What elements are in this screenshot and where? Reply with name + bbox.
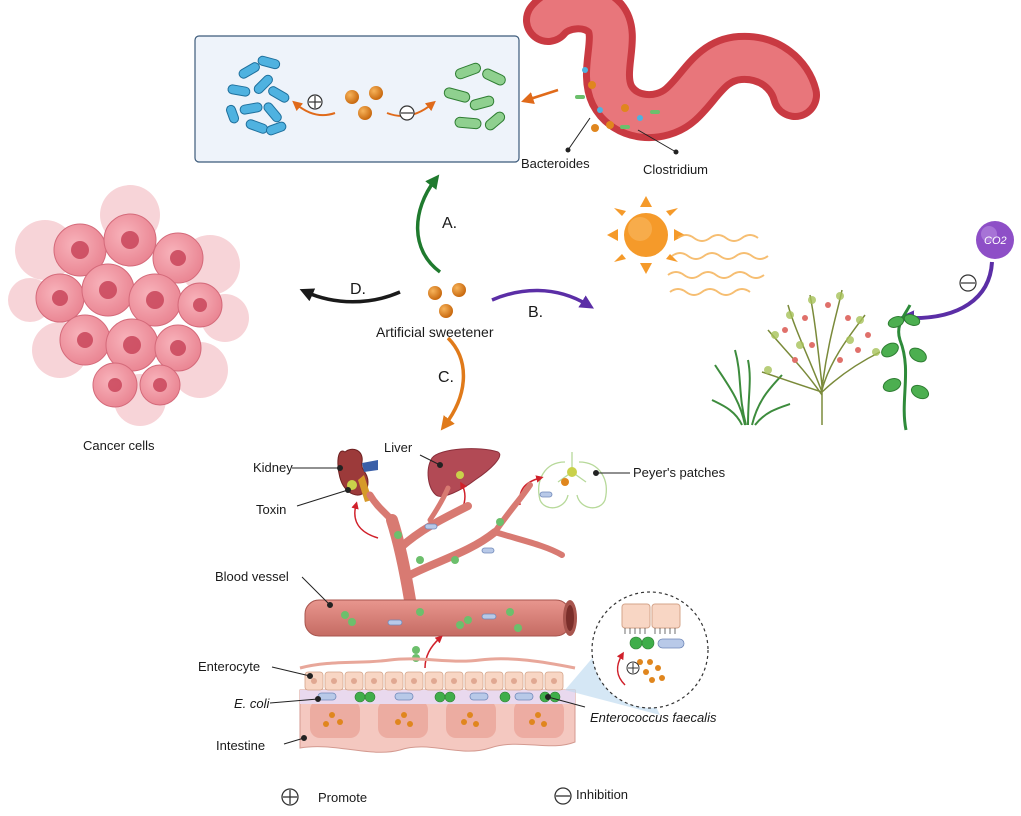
label-pathway-c: C. [438, 369, 454, 386]
label-artificial-sweetener: Artificial sweetener [376, 324, 494, 340]
label-pathway-b: B. [528, 304, 544, 321]
label-toxin: Toxin [256, 502, 287, 517]
co2-molecule-icon [976, 221, 1014, 259]
legend-inhibition-icon [554, 787, 572, 805]
legend-promote-label: Promote [318, 790, 368, 805]
blood-vessel [304, 599, 577, 637]
label-bacteroides: Bacteroides [521, 156, 590, 171]
label-liver: Liver [384, 440, 413, 455]
label-enterocyte: Enterocyte [198, 659, 261, 674]
sweetener-molecules-top [345, 86, 383, 120]
label-e-coli: E. coli [234, 696, 270, 711]
label-pathway-a: A. [442, 215, 458, 232]
cancer-cells-cluster [8, 185, 249, 426]
zoom-callout [565, 591, 709, 715]
label-pointers [269, 454, 630, 745]
light-waves [667, 234, 769, 296]
clostridium-cluster [443, 62, 506, 131]
pathway-arrows [299, 174, 594, 431]
label-blood-vessel: Blood vessel [215, 569, 289, 584]
label-clostridium: Clostridium [643, 162, 709, 177]
gut-illustration [523, 0, 820, 155]
promote-icon [307, 94, 323, 110]
label-pathway-d: D. [350, 281, 366, 298]
sweetener-molecules-center [428, 283, 466, 318]
label-enterococcus-faecalis: Enterococcus faecalis [590, 710, 717, 725]
label-co2: CO2 [984, 235, 1007, 247]
inhibition-icon [399, 105, 415, 121]
bacteroides-cluster [225, 55, 290, 136]
co2-inhibition-icon [959, 274, 977, 292]
label-cancer-cells: Cancer cells [83, 438, 155, 453]
legend-promote-icon [281, 788, 299, 806]
label-intestine: Intestine [216, 738, 266, 753]
microbiota-panel [194, 35, 559, 163]
plants-illustration [711, 289, 930, 431]
callout-promote-icon [626, 661, 640, 675]
liver-organ [427, 448, 501, 497]
label-kidney: Kidney [253, 460, 293, 475]
label-peyers-patches: Peyer's patches [633, 465, 726, 480]
lungs-organ [538, 452, 607, 509]
legend-inhibition-label: Inhibition [576, 787, 629, 802]
vessel-particles [394, 491, 553, 564]
blood-vessel-branches [366, 482, 565, 606]
sun-icon [607, 196, 685, 274]
intestine-section [299, 657, 576, 753]
